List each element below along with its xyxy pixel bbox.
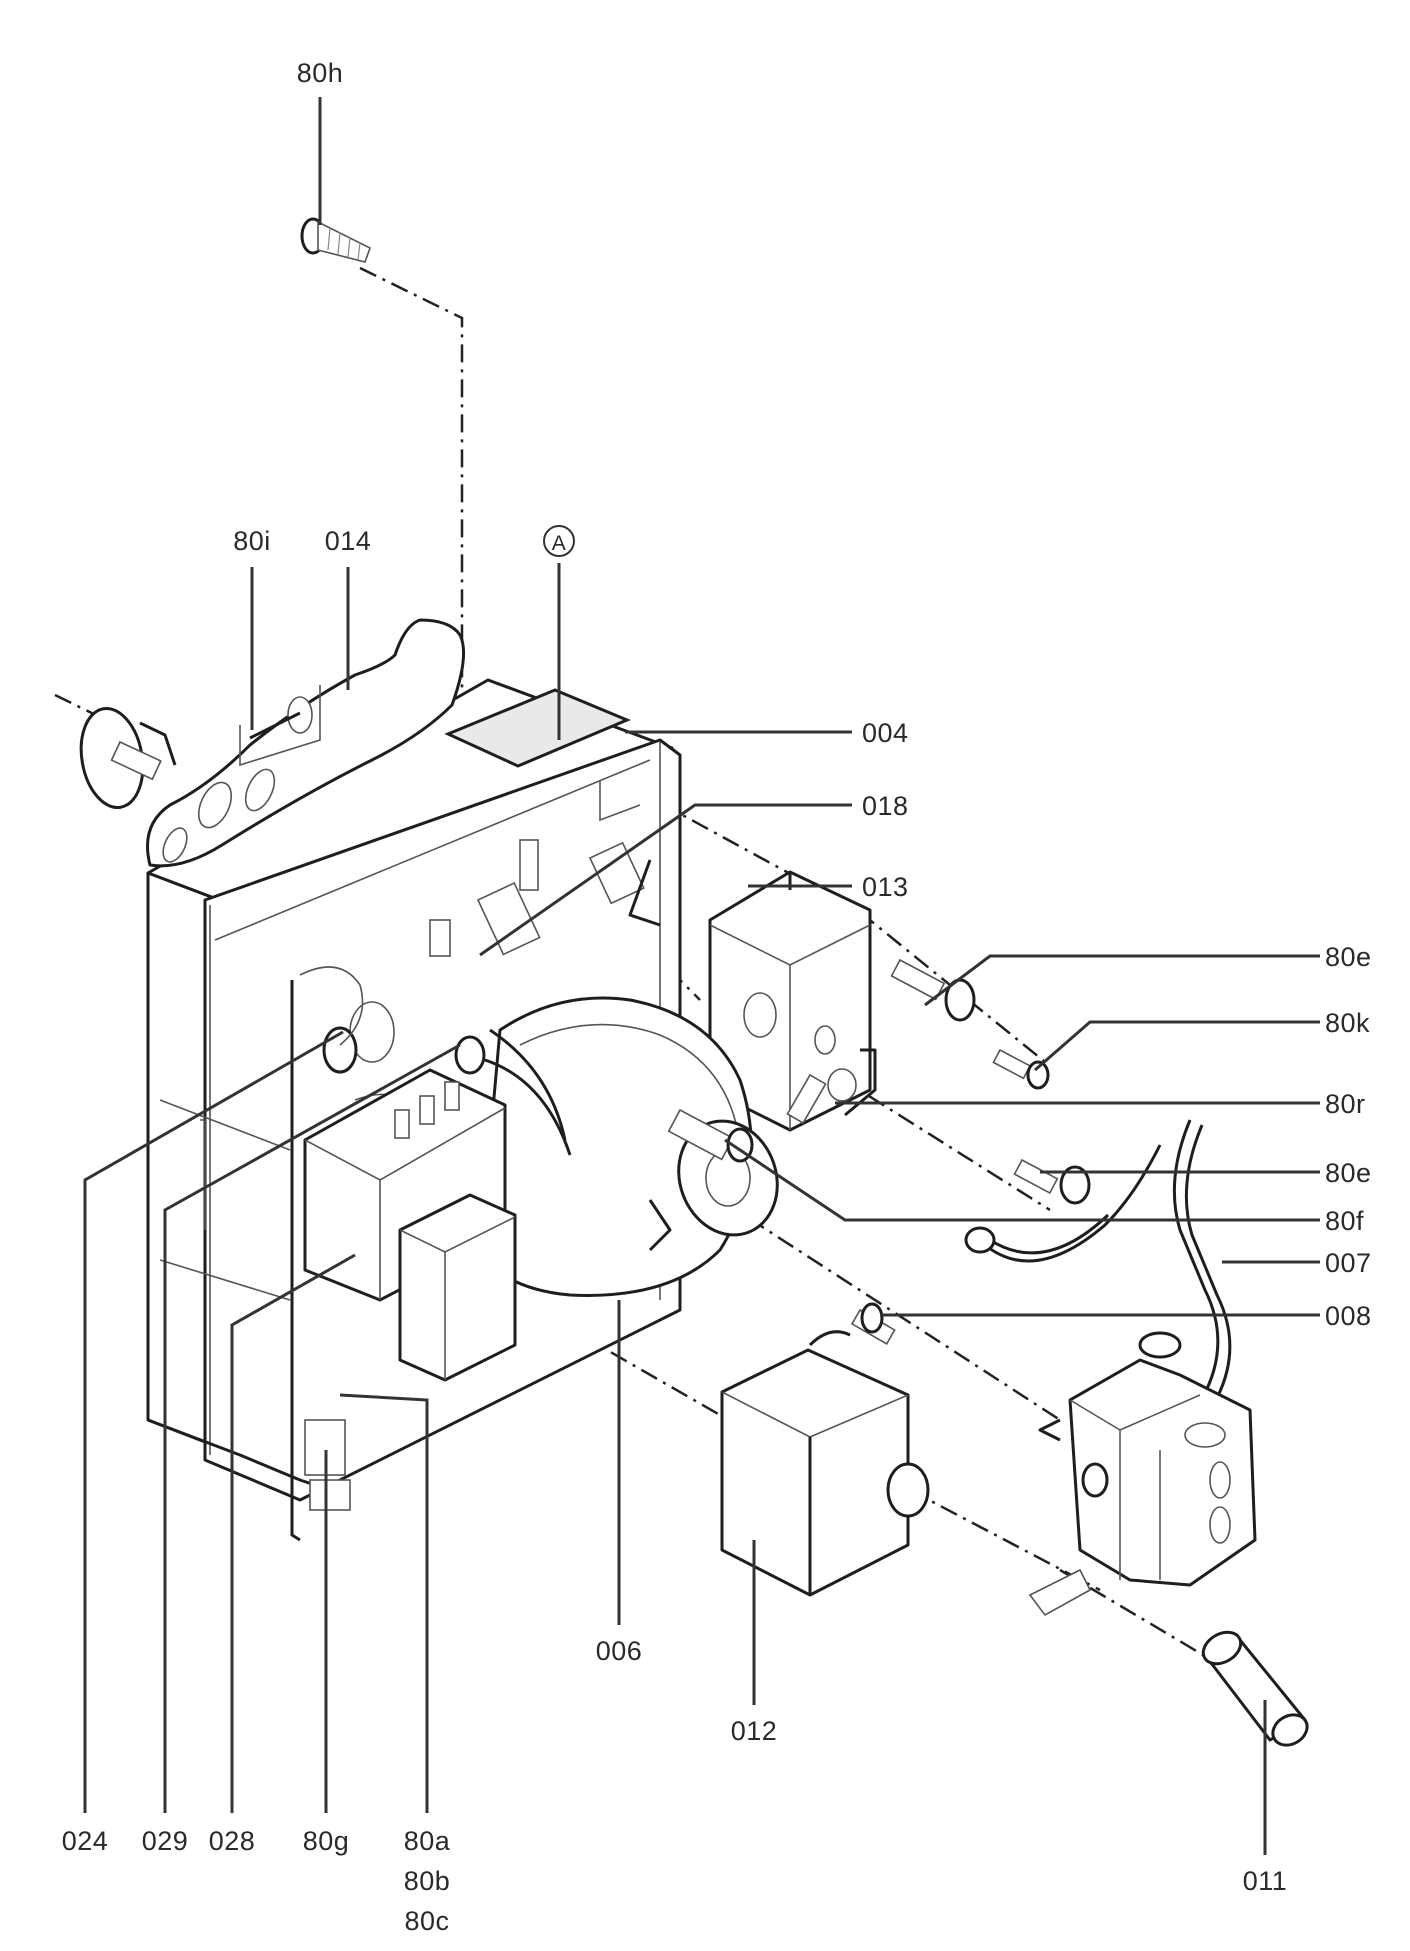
- leader-80abc: [339, 1393, 429, 1813]
- label-80a: 80a: [404, 1826, 451, 1856]
- label-80k: 80k: [1325, 1008, 1370, 1038]
- axis-012-shaft: [909, 1488, 1101, 1592]
- label-80e-top: 80e: [1325, 942, 1372, 972]
- label-80f: 80f: [1325, 1206, 1364, 1236]
- filter-011: [1201, 1630, 1309, 1747]
- coil-029: [454, 1035, 572, 1156]
- label-013: 013: [862, 872, 909, 902]
- axis-80h-screw: [359, 266, 464, 718]
- oil-line-007: [964, 1119, 1232, 1416]
- knob-80i: [79, 706, 177, 810]
- oil-pump: [1028, 1331, 1257, 1617]
- marker-A-text: A: [552, 532, 567, 555]
- cover-012: [720, 1330, 930, 1597]
- label-018: 018: [862, 791, 909, 821]
- label-007: 007: [1325, 1248, 1372, 1278]
- label-80h: 80h: [297, 58, 344, 88]
- leader-029: [163, 1043, 461, 1813]
- leader-024: [83, 1030, 344, 1813]
- screw-80k: [992, 1048, 1050, 1090]
- label-80b: 80b: [404, 1866, 451, 1896]
- label-80e-lower: 80e: [1325, 1158, 1372, 1188]
- label-004: 004: [862, 718, 909, 748]
- leader-80f: [724, 1138, 1320, 1222]
- fitting-008: [850, 1302, 896, 1345]
- pin-80r: [786, 1068, 857, 1125]
- label-80r: 80r: [1325, 1089, 1366, 1119]
- label-008: 008: [1325, 1301, 1372, 1331]
- label-011: 011: [1243, 1866, 1288, 1896]
- label-80i: 80i: [233, 526, 271, 556]
- label-012: 012: [731, 1716, 778, 1746]
- label-006: 006: [596, 1636, 643, 1666]
- label-80c: 80c: [404, 1906, 449, 1936]
- screw-80e-top: [890, 958, 976, 1022]
- leader-80e-top: [924, 954, 1320, 1007]
- label-80g: 80g: [303, 1826, 350, 1856]
- part-labels: 80h 80i 014 A 004 018 013 80e 80k 80r 80…: [62, 58, 1372, 1936]
- label-plate-A: [444, 688, 631, 768]
- relay-cover-80a: [398, 1193, 517, 1382]
- screw-80h: [300, 217, 371, 263]
- leader-018: [479, 803, 852, 957]
- leader-028: [230, 1253, 356, 1813]
- screw-80e-lower: [1013, 1158, 1091, 1205]
- leader-lines: [83, 97, 1320, 1855]
- label-024: 024: [62, 1826, 109, 1856]
- leader-80k: [1034, 1020, 1320, 1072]
- label-014: 014: [325, 526, 372, 556]
- label-029: 029: [142, 1826, 189, 1856]
- part-018: [476, 841, 661, 956]
- mounting-flange-014: [146, 618, 466, 868]
- marker-A: A: [543, 525, 575, 557]
- axis-011-filter: [1059, 1568, 1221, 1667]
- label-028: 028: [209, 1826, 256, 1856]
